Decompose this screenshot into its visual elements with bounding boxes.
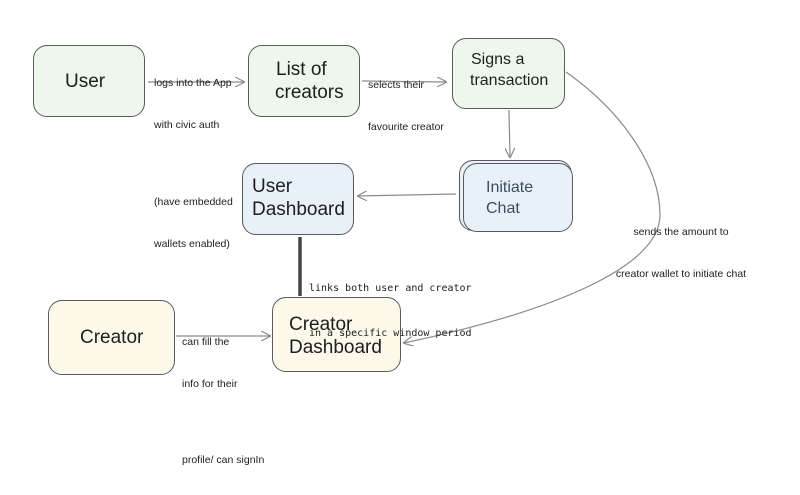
node-list-of-creators-label-line1: List of bbox=[276, 59, 327, 80]
node-user-label: User bbox=[65, 71, 106, 92]
node-initiate-chat-label-line2: Chat bbox=[486, 200, 520, 217]
edge-label-user-to-list: logs into the App with civic auth (have … bbox=[154, 48, 233, 279]
node-signs-transaction-label-line1: Signs a bbox=[471, 51, 525, 68]
node-creator-label: Creator bbox=[80, 327, 144, 348]
node-creator-dashboard-label-line1: Creator bbox=[289, 314, 353, 335]
edge-label-list-to-signs-line1: selects their bbox=[368, 79, 425, 91]
edge-label-user-to-list-line3 bbox=[154, 160, 233, 167]
node-signs-transaction-label-line2: transaction bbox=[470, 72, 549, 89]
edge-label-signs-to-creator-dashboard: sends the amount to creator wallet to in… bbox=[606, 197, 756, 309]
node-creator bbox=[48, 300, 175, 375]
node-user-dashboard bbox=[242, 163, 354, 235]
edge-label-signs-to-creator-dashboard-line1: sends the amount to bbox=[633, 226, 729, 238]
node-creator-dashboard bbox=[272, 297, 401, 372]
edges-layer bbox=[148, 71, 661, 420]
edge-label-list-to-signs-line2: favourite creator bbox=[368, 121, 444, 133]
node-user-dashboard-label-line2: Dashboard bbox=[252, 199, 345, 220]
edge-label-user-to-list-line1: logs into the App bbox=[154, 77, 232, 89]
node-user-dashboard-label-line1: User bbox=[252, 176, 293, 197]
node-list-of-creators-label-line2: creators bbox=[275, 82, 344, 103]
arrow-signs-to-initiate bbox=[509, 109, 510, 157]
edge-label-user-to-list-line2: with civic auth bbox=[154, 119, 220, 131]
edge-label-creator-to-dashboard-line4: profile/ can signIn bbox=[182, 454, 265, 466]
flow-diagram: User List of creators Signs a transactio… bbox=[33, 38, 756, 466]
edge-label-user-dashboard-link-line2: in a specific window period bbox=[309, 328, 472, 339]
edge-label-user-dashboard-link-line1: links both user and creator bbox=[309, 283, 472, 294]
arrow-signs-to-creator-dashboard bbox=[404, 71, 661, 343]
node-user bbox=[33, 45, 145, 117]
edge-label-signs-to-creator-dashboard-line2: creator wallet to initiate chat bbox=[615, 268, 747, 280]
edge-label-creator-to-dashboard-line2: info for their bbox=[182, 378, 238, 390]
edge-label-list-to-signs: selects their favourite creator bbox=[368, 50, 444, 162]
node-initiate-chat bbox=[463, 163, 573, 232]
node-creator-dashboard-label-line2: Dashboard bbox=[289, 337, 382, 358]
node-initiate-chat-label-line1: Initiate bbox=[486, 179, 534, 196]
node-signs-transaction bbox=[452, 38, 565, 109]
edge-label-user-to-list-line5: wallets enabled) bbox=[154, 238, 230, 250]
node-list-of-creators bbox=[248, 45, 360, 117]
edge-label-creator-to-dashboard: can fill the info for their profile/ can… bbox=[182, 307, 264, 495]
edge-label-user-to-list-line4: (have embedded bbox=[154, 196, 233, 208]
edge-label-user-dashboard-link: links both user and creator in a specifi… bbox=[309, 251, 472, 371]
arrow-initiate-to-user-dashboard bbox=[358, 194, 457, 196]
arrow-list-to-signs bbox=[361, 81, 446, 82]
edge-label-creator-to-dashboard-line1: can fill the bbox=[182, 336, 230, 348]
